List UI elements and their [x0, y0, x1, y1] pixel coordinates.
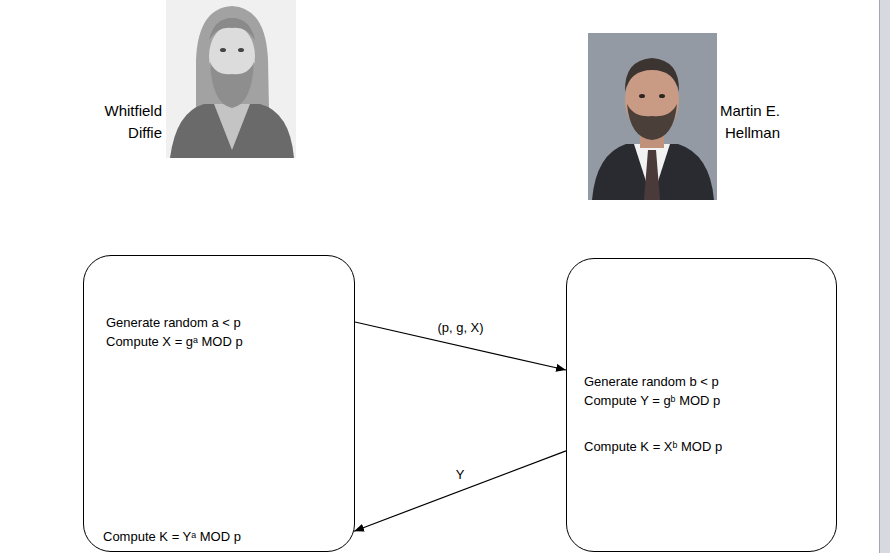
person-name: Whitfield Diffie	[84, 100, 162, 144]
step-text: Generate random b < p	[584, 374, 719, 390]
step-text: Compute X = gᵃ MOD p	[106, 334, 243, 350]
message-label: Y	[454, 467, 467, 483]
name-label-holder: Whitfield Diffie	[84, 100, 162, 144]
step-text: Compute Y = gᵇ MOD p	[584, 393, 720, 409]
message-label: (p, g, X)	[435, 320, 485, 336]
process-box: Generate random b < p Compute Y = gᵇ MOD …	[566, 258, 837, 552]
step-text: Compute K = Xᵇ MOD p	[584, 439, 722, 455]
side-bar	[879, 0, 890, 553]
person-name: Martin E. Hellman	[700, 100, 780, 144]
process-box: Generate random a < p Compute X = gᵃ MOD …	[83, 255, 355, 552]
diffie-portrait	[166, 0, 296, 158]
edge-label-holder: Y	[454, 467, 467, 483]
step-text: Generate random a < p	[106, 315, 241, 331]
step-text: Compute K = Yᵃ MOD p	[103, 529, 241, 545]
side-bar-edge	[879, 0, 880, 553]
name-label-holder: Martin E. Hellman	[700, 100, 780, 144]
message-arrow	[354, 451, 566, 531]
edge-label-holder: (p, g, X)	[435, 320, 485, 336]
hellman-portrait	[588, 33, 717, 200]
